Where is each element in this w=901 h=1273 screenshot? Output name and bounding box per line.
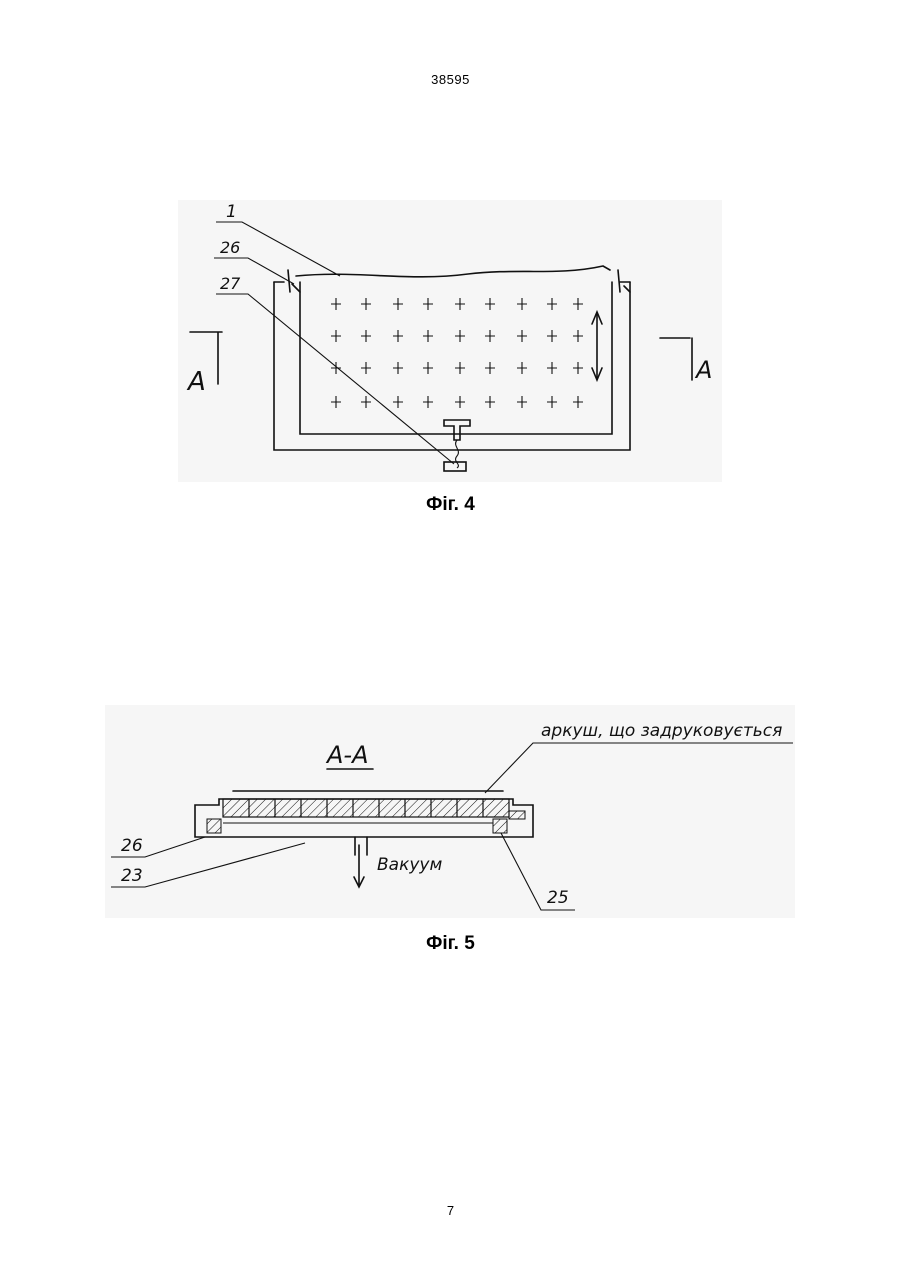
hole-mark	[573, 298, 583, 310]
section-marker-right	[660, 338, 692, 380]
hole-mark	[485, 396, 495, 408]
hole-mark	[547, 330, 557, 342]
figure-5-caption: Фіг. 5	[0, 933, 901, 955]
ref-label-25: 25	[547, 888, 569, 908]
hole-mark	[455, 298, 465, 310]
figure-5-svg: A-A аркуш, що задруковується Вакуум 26 2…	[105, 705, 795, 918]
hole-mark	[393, 298, 403, 310]
ref-label-23: 23	[121, 866, 143, 886]
section-label-left: A	[186, 367, 206, 397]
page-header-doc-number: 38595	[0, 72, 901, 87]
hole-mark	[361, 362, 371, 374]
hole-mark	[573, 362, 583, 374]
hole-mark	[393, 330, 403, 342]
vacuum-outlet	[355, 837, 367, 855]
hole-mark	[547, 298, 557, 310]
ref-label-26: 26	[220, 238, 240, 257]
outer-tray-outline	[274, 282, 630, 450]
figure-4-caption: Фіг. 4	[0, 494, 901, 516]
hole-mark	[573, 330, 583, 342]
hole-mark	[485, 330, 495, 342]
clip-right	[618, 270, 630, 292]
hole-mark	[547, 362, 557, 374]
section-label-right: A	[694, 356, 712, 384]
hole-mark	[517, 298, 527, 310]
vacuum-hole-grid	[331, 298, 583, 408]
hole-mark	[517, 362, 527, 374]
hole-mark	[485, 362, 495, 374]
sheet-note: аркуш, що задруковується	[541, 721, 782, 741]
perforated-plate	[223, 799, 509, 817]
hole-mark	[517, 396, 527, 408]
sensor-27	[444, 462, 466, 471]
hole-mark	[423, 330, 433, 342]
connector-wire	[456, 440, 459, 468]
seal-left-25	[207, 819, 221, 833]
t-fitting	[444, 420, 470, 440]
hole-mark	[393, 396, 403, 408]
leader-27	[216, 294, 454, 464]
page-number: 7	[0, 1203, 901, 1218]
hole-mark	[423, 298, 433, 310]
hole-mark	[361, 396, 371, 408]
ref-label-1: 1	[226, 202, 237, 222]
hole-mark	[485, 298, 495, 310]
ref-label-26: 26	[121, 836, 143, 856]
hole-mark	[331, 396, 341, 408]
leader-sheet	[485, 743, 793, 793]
hole-mark	[455, 396, 465, 408]
hole-mark	[331, 330, 341, 342]
hole-mark	[573, 396, 583, 408]
figure-5-drawing: A-A аркуш, що задруковується Вакуум 26 2…	[105, 705, 795, 918]
sheet-top-edge	[296, 266, 610, 277]
figure-4-svg: 1 26 27 A A	[178, 200, 722, 482]
hole-mark	[455, 362, 465, 374]
hole-mark	[331, 298, 341, 310]
vacuum-label: Вакуум	[377, 855, 442, 875]
clip-right-26	[509, 811, 525, 819]
inner-plate-outline	[300, 282, 612, 434]
hole-mark	[547, 396, 557, 408]
hole-mark	[361, 298, 371, 310]
ref-label-27: 27	[220, 274, 241, 293]
hole-mark	[517, 330, 527, 342]
hole-mark	[455, 330, 465, 342]
section-title: A-A	[325, 741, 369, 769]
seal-right-25	[493, 819, 507, 833]
hole-mark	[393, 362, 403, 374]
hole-mark	[361, 330, 371, 342]
hole-mark	[423, 396, 433, 408]
hole-mark	[423, 362, 433, 374]
figure-4-drawing: 1 26 27 A A	[178, 200, 722, 482]
